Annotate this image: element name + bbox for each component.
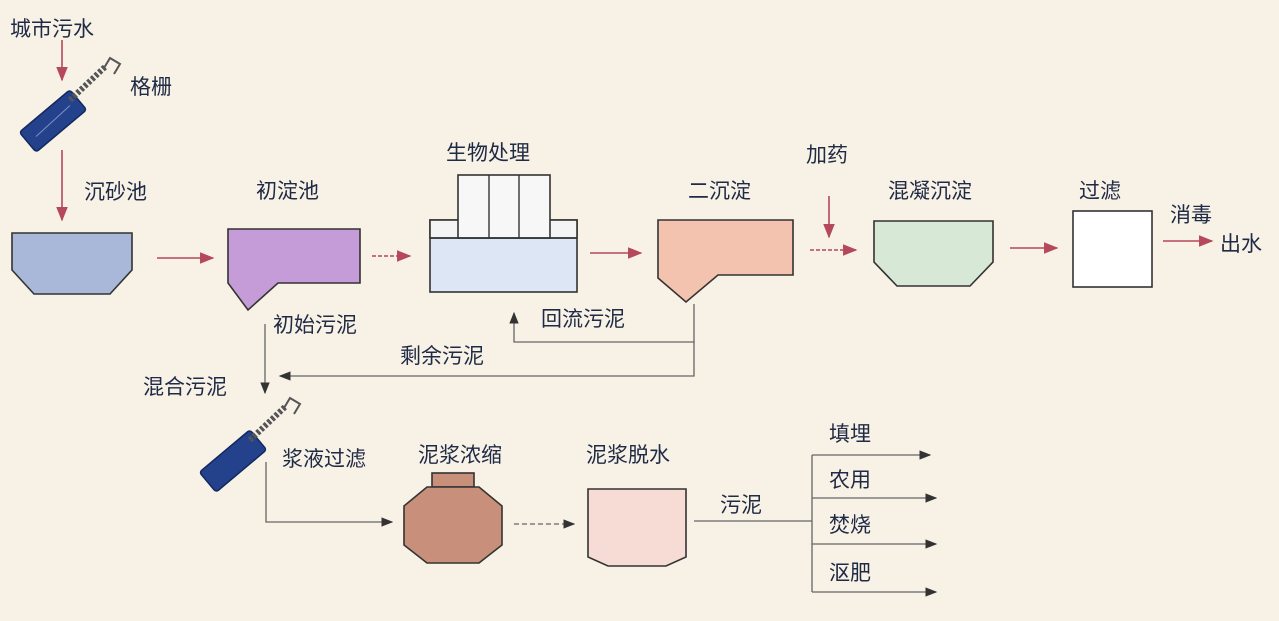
sludge-thickener (403, 472, 503, 564)
grille-screen-icon (19, 56, 122, 152)
primary-clarifier-tank (227, 228, 361, 312)
sludge-dewatering-tank (587, 488, 687, 567)
label-incineration: 焚烧 (829, 513, 871, 537)
label-mixed-sludge: 混合污泥 (143, 375, 227, 399)
label-slurry-filtration: 浆液过滤 (282, 447, 366, 471)
label-landfill: 填埋 (829, 422, 871, 446)
slurry-screen-icon (199, 396, 302, 492)
label-dosing: 加药 (806, 143, 848, 167)
label-agricultural: 农用 (829, 468, 871, 492)
label-sludge-dewatering: 泥浆脱水 (586, 443, 670, 467)
label-sludge: 污泥 (720, 493, 762, 517)
label-compost: 沤肥 (829, 561, 871, 585)
label-filtration: 过滤 (1079, 179, 1121, 203)
sludge-lines (260, 304, 938, 597)
water-flow-arrows (56, 40, 1214, 264)
label-primary-clarifier: 初淀池 (256, 179, 319, 203)
label-grit-chamber: 沉砂池 (84, 180, 147, 204)
label-sludge-thickening: 泥浆浓缩 (418, 443, 502, 467)
label-return-sludge: 回流污泥 (541, 307, 625, 331)
label-primary-sludge: 初始污泥 (273, 313, 357, 337)
bio-treatment-tank (429, 174, 578, 293)
coagulation-tank (873, 220, 994, 287)
secondary-clarifier-tank (657, 219, 794, 304)
grit-chamber-tank (11, 232, 133, 295)
label-secondary-clarifier: 二沉淀 (688, 179, 751, 203)
label-excess-sludge: 剩余污泥 (400, 344, 484, 368)
label-effluent: 出水 (1220, 232, 1262, 256)
label-bio-treatment: 生物处理 (446, 141, 530, 165)
filter-tank (1072, 210, 1153, 288)
label-coagulation: 混凝沉淀 (888, 179, 972, 203)
label-grille: 格栅 (130, 75, 172, 99)
label-city-sewage: 城市污水 (10, 17, 94, 41)
label-disinfection: 消毒 (1170, 203, 1212, 227)
